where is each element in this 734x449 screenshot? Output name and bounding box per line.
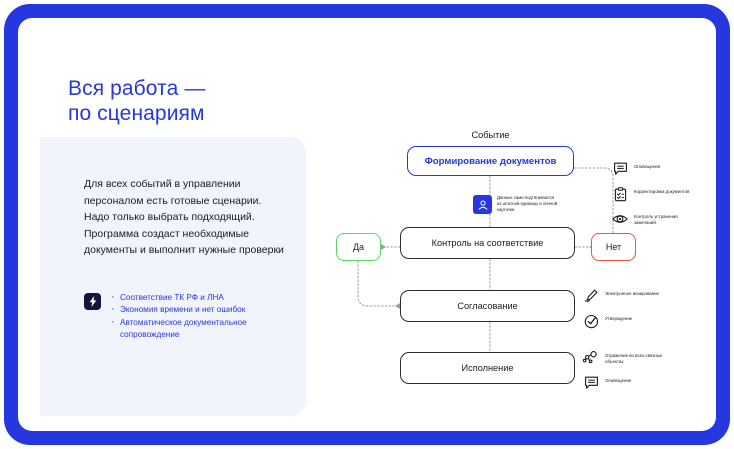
- annotation-label: Электронное визирование: [605, 291, 660, 296]
- annotation-group-top: Оповещения Корректировка документо: [612, 161, 692, 227]
- annotation-label: Контроль устранения замечаний: [634, 214, 678, 226]
- flow-connectors: [357, 167, 614, 353]
- person-note: Данные сами подтягиваются из штатной еди…: [497, 195, 558, 213]
- annotation-label: Корректировка документов: [634, 189, 690, 194]
- flow-node-approval[interactable]: Согласование: [400, 290, 575, 322]
- clipboard-check-icon: [612, 186, 628, 202]
- annotation-group-middle: Электронное визирование Утверждение: [583, 288, 663, 329]
- eye-icon: [612, 211, 628, 227]
- slide-frame: Вся работа — по сценариям Для всех событ…: [4, 4, 730, 445]
- user-icon: [473, 195, 492, 214]
- annotation-label: Оповещения: [634, 164, 661, 169]
- flow-node-yes[interactable]: Да: [336, 233, 381, 261]
- speech-bubble-icon: [583, 375, 599, 391]
- person-annotation: Данные сами подтягиваются из штатной еди…: [473, 195, 559, 214]
- network-nodes-icon: [583, 350, 599, 366]
- annotation-label: Отражение во всех связных объектах: [605, 353, 663, 365]
- check-circle-icon: [583, 313, 599, 329]
- pen-signature-icon: [583, 288, 599, 304]
- annotation-label: Оповещение: [605, 378, 632, 383]
- list-item: Соответствие ТК РФ и ЛНА: [111, 291, 291, 304]
- annotation-row: Корректировка документов: [612, 186, 692, 202]
- lightning-bolt-icon: [84, 293, 101, 310]
- annotation-row: Оповещение: [583, 375, 663, 391]
- annotation-group-bottom: Отражение во всех связных объектах Опове…: [583, 350, 663, 391]
- flow-node-control[interactable]: Контроль на соответствие: [400, 227, 575, 259]
- flow-node-no[interactable]: Нет: [591, 233, 636, 261]
- flow-node-event[interactable]: Формирование документов: [407, 146, 574, 176]
- flowchart: Событие Формирование документов Контроль…: [308, 18, 716, 431]
- annotation-row: Отражение во всех связных объектах: [583, 350, 663, 366]
- page-title: Вся работа — по сценариям: [68, 77, 206, 125]
- list-item: Экономия времени и нет ошибок: [111, 303, 291, 316]
- info-paragraph: Для всех событий в управлении персоналом…: [84, 178, 284, 256]
- annotation-row: Оповещения: [612, 161, 692, 177]
- annotation-row: Контроль устранения замечаний: [612, 211, 692, 227]
- benefits-block: Соответствие ТК РФ и ЛНА Экономия времен…: [84, 291, 291, 342]
- annotation-row: Утверждение: [583, 313, 663, 329]
- annotation-label: Утверждение: [605, 316, 633, 321]
- event-caption: Событие: [471, 130, 510, 140]
- speech-bubble-icon: [612, 161, 628, 177]
- info-card: Для всех событий в управлении персоналом…: [40, 137, 306, 416]
- list-item: Автоматическое документальное сопровожде…: [111, 316, 291, 342]
- benefits-list: Соответствие ТК РФ и ЛНА Экономия времен…: [111, 291, 291, 342]
- slide-canvas: Вся работа — по сценариям Для всех событ…: [18, 18, 716, 431]
- annotation-row: Электронное визирование: [583, 288, 663, 304]
- flow-node-execution[interactable]: Исполнение: [400, 352, 575, 384]
